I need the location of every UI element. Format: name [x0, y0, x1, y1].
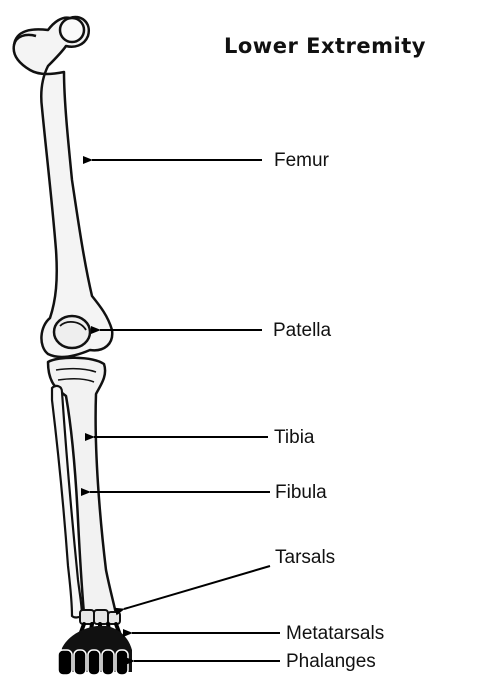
tarsal-bones: [80, 610, 120, 624]
label-patella: Patella: [273, 321, 331, 340]
label-phalanges: Phalanges: [286, 652, 376, 671]
femur-bone: [14, 17, 113, 357]
diagram-title: Lower Extremity: [224, 34, 426, 58]
label-tibia: Tibia: [274, 428, 314, 447]
femoral-head: [60, 18, 84, 42]
tarsals-pointer-line: [124, 566, 270, 609]
label-tarsals: Tarsals: [275, 548, 335, 567]
patella-bone: [54, 316, 90, 348]
label-femur: Femur: [274, 151, 329, 170]
phalanges-bones: [58, 650, 128, 675]
label-metatarsals: Metatarsals: [286, 624, 384, 643]
label-fibula: Fibula: [275, 483, 327, 502]
